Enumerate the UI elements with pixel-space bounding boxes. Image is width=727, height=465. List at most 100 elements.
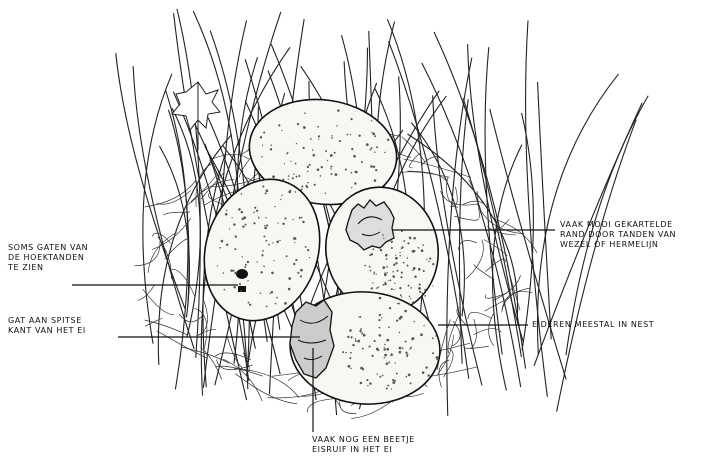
speckle	[400, 316, 403, 319]
speckle	[219, 247, 221, 249]
speckle	[270, 293, 271, 294]
speckle	[372, 248, 374, 250]
speckle	[261, 254, 263, 256]
speckle	[359, 330, 361, 332]
speckle	[390, 279, 392, 281]
label-line: TE ZIEN	[8, 263, 88, 273]
speckle	[288, 175, 290, 177]
speckle	[399, 255, 401, 257]
speckle	[307, 171, 308, 172]
speckle	[245, 264, 247, 266]
speckle	[360, 316, 362, 318]
speckle	[284, 217, 286, 219]
speckle	[265, 217, 266, 218]
speckle	[403, 262, 405, 264]
speckle	[352, 344, 354, 346]
speckle	[282, 223, 284, 225]
speckle	[244, 266, 246, 268]
nest-straw	[466, 240, 484, 279]
speckle	[239, 283, 241, 285]
speckle	[217, 265, 218, 266]
speckle	[376, 373, 377, 374]
speckle	[409, 349, 410, 350]
speckle	[296, 176, 298, 178]
speckle	[410, 347, 412, 349]
speckle	[330, 166, 332, 168]
speckle	[392, 275, 395, 278]
speckle	[230, 269, 233, 272]
speckle	[401, 296, 402, 297]
speckle	[317, 168, 320, 171]
speckle	[229, 228, 230, 229]
speckle	[271, 145, 273, 147]
speckle	[264, 227, 267, 230]
speckle	[379, 327, 381, 329]
speckle	[241, 211, 243, 213]
grass-blade	[557, 120, 636, 411]
speckle	[243, 216, 246, 219]
speckle	[353, 155, 356, 158]
speckle	[379, 314, 381, 316]
speckle	[242, 256, 243, 257]
speckle	[313, 154, 316, 157]
speckle	[407, 257, 409, 259]
speckle	[325, 193, 326, 194]
speckle	[369, 254, 371, 256]
speckle	[413, 267, 416, 270]
speckle	[397, 303, 398, 304]
speckle	[386, 362, 389, 365]
speckle	[383, 238, 384, 239]
speckle	[301, 186, 303, 188]
speckle	[298, 175, 300, 177]
speckle	[387, 385, 389, 387]
speckle	[405, 352, 407, 354]
speckle	[386, 348, 389, 351]
speckle	[422, 244, 424, 246]
speckle	[261, 156, 263, 158]
speckle	[391, 241, 393, 243]
nest-straw	[307, 399, 335, 413]
speckle	[301, 217, 303, 219]
speckle	[351, 148, 353, 150]
speckle	[233, 223, 235, 225]
speckle	[307, 182, 309, 184]
speckle	[388, 361, 390, 363]
speckle	[225, 213, 228, 216]
speckle	[287, 152, 289, 154]
speckle	[386, 266, 388, 268]
speckle	[399, 332, 401, 334]
speckle	[393, 264, 395, 266]
label-eggs-in-nest: EIDEREN MEESTAL IN NEST	[532, 320, 654, 330]
speckle	[264, 225, 265, 226]
speckle	[423, 325, 424, 326]
speckle	[361, 332, 363, 334]
speckle	[274, 206, 275, 207]
nest-straw	[235, 374, 297, 404]
speckle	[393, 289, 394, 290]
speckle	[374, 152, 375, 153]
speckle	[310, 138, 312, 140]
speckle	[380, 249, 382, 251]
speckle	[384, 354, 387, 357]
speckle	[413, 321, 415, 323]
speckle	[263, 132, 265, 134]
speckle	[384, 357, 385, 358]
nest-straw	[477, 203, 524, 233]
speckle	[317, 126, 319, 128]
speckle	[247, 280, 248, 281]
speckle	[385, 254, 388, 257]
grass-blade	[522, 113, 534, 349]
speckle	[422, 371, 425, 374]
speckle	[282, 178, 284, 180]
speckle	[418, 247, 420, 249]
speckle	[392, 379, 394, 381]
speckle	[405, 341, 407, 343]
speckle	[408, 374, 411, 377]
speckle	[429, 257, 431, 259]
speckle	[339, 140, 341, 142]
speckle	[381, 317, 382, 318]
speckle	[312, 149, 313, 150]
speckle	[234, 248, 236, 250]
speckle	[364, 265, 366, 267]
speckle	[382, 375, 384, 377]
